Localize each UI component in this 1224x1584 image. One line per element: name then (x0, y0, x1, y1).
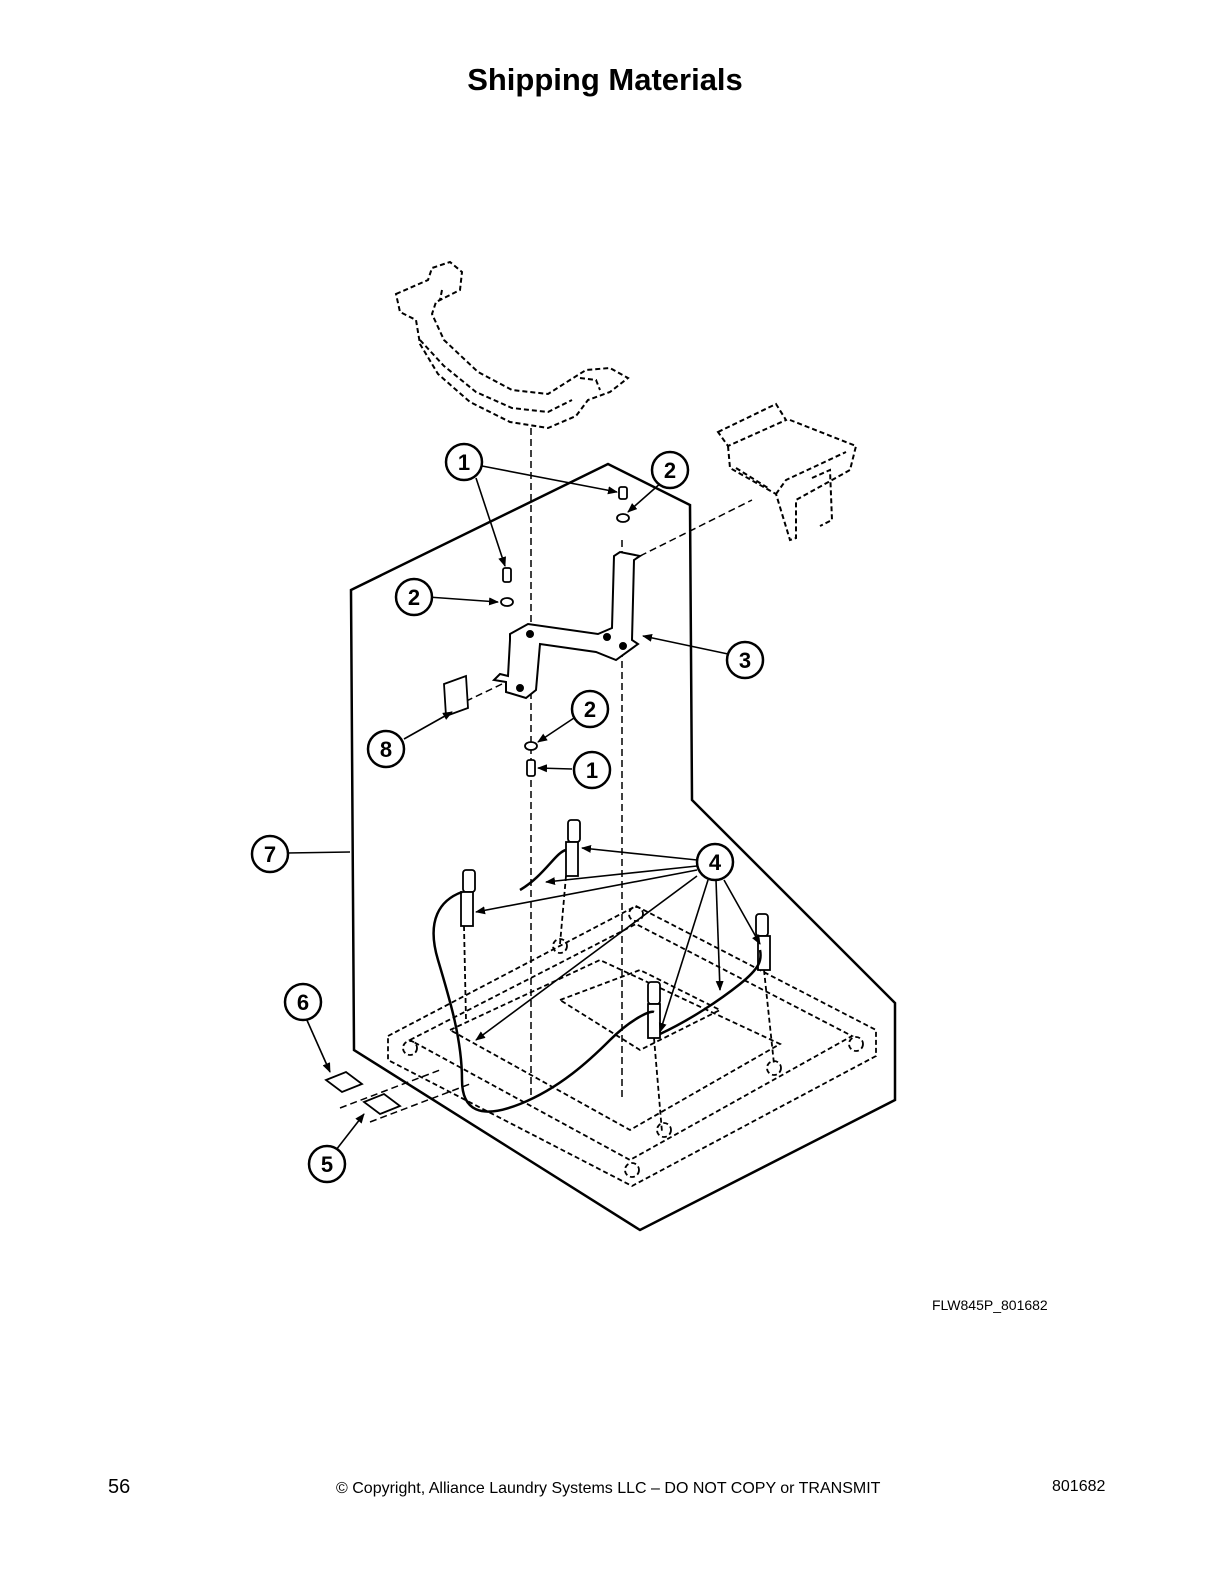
callout-4: 4 (695, 842, 735, 882)
callout-1-top: 1 (444, 442, 484, 482)
page-title: Shipping Materials (467, 62, 743, 97)
svg-text:4: 4 (709, 850, 722, 875)
svg-text:3: 3 (739, 648, 751, 673)
bolts-and-washers (500, 486, 630, 777)
callout-7: 7 (250, 834, 290, 874)
svg-text:2: 2 (664, 458, 676, 483)
leader-lines (286, 465, 761, 1151)
document-number: 801682 (1052, 1478, 1106, 1495)
callout-2-top-right: 2 (650, 450, 690, 490)
shipping-bolt-assemblies (432, 819, 775, 1133)
callout-5: 5 (307, 1144, 347, 1184)
drawing-id: FLW845P_801682 (932, 1297, 1048, 1313)
callout-6: 6 (283, 982, 323, 1022)
page-number: 56 (108, 1476, 131, 1498)
callout-2-left: 2 (394, 577, 434, 617)
callout-8: 8 (366, 729, 406, 769)
copyright-notice: © Copyright, Alliance Laundry Systems LL… (336, 1480, 881, 1497)
svg-text:7: 7 (264, 842, 276, 867)
svg-text:2: 2 (408, 585, 420, 610)
shipping-bracket (491, 550, 643, 700)
label-sheet (443, 674, 469, 718)
callout-2-bottom: 2 (570, 689, 610, 729)
svg-text:6: 6 (297, 990, 309, 1015)
svg-text:8: 8 (380, 737, 392, 762)
callout-1-bottom: 1 (572, 750, 612, 790)
svg-text:1: 1 (458, 450, 470, 475)
svg-text:1: 1 (586, 758, 598, 783)
base-frame-dashed (387, 904, 877, 1188)
small-labels (324, 1070, 402, 1116)
shipping-panel-outline (349, 462, 897, 1232)
svg-text:5: 5 (321, 1152, 333, 1177)
rear-bracket-dashed (716, 402, 858, 542)
tub-support-dashed (394, 260, 630, 430)
callout-3: 3 (725, 640, 765, 680)
svg-text:2: 2 (584, 697, 596, 722)
